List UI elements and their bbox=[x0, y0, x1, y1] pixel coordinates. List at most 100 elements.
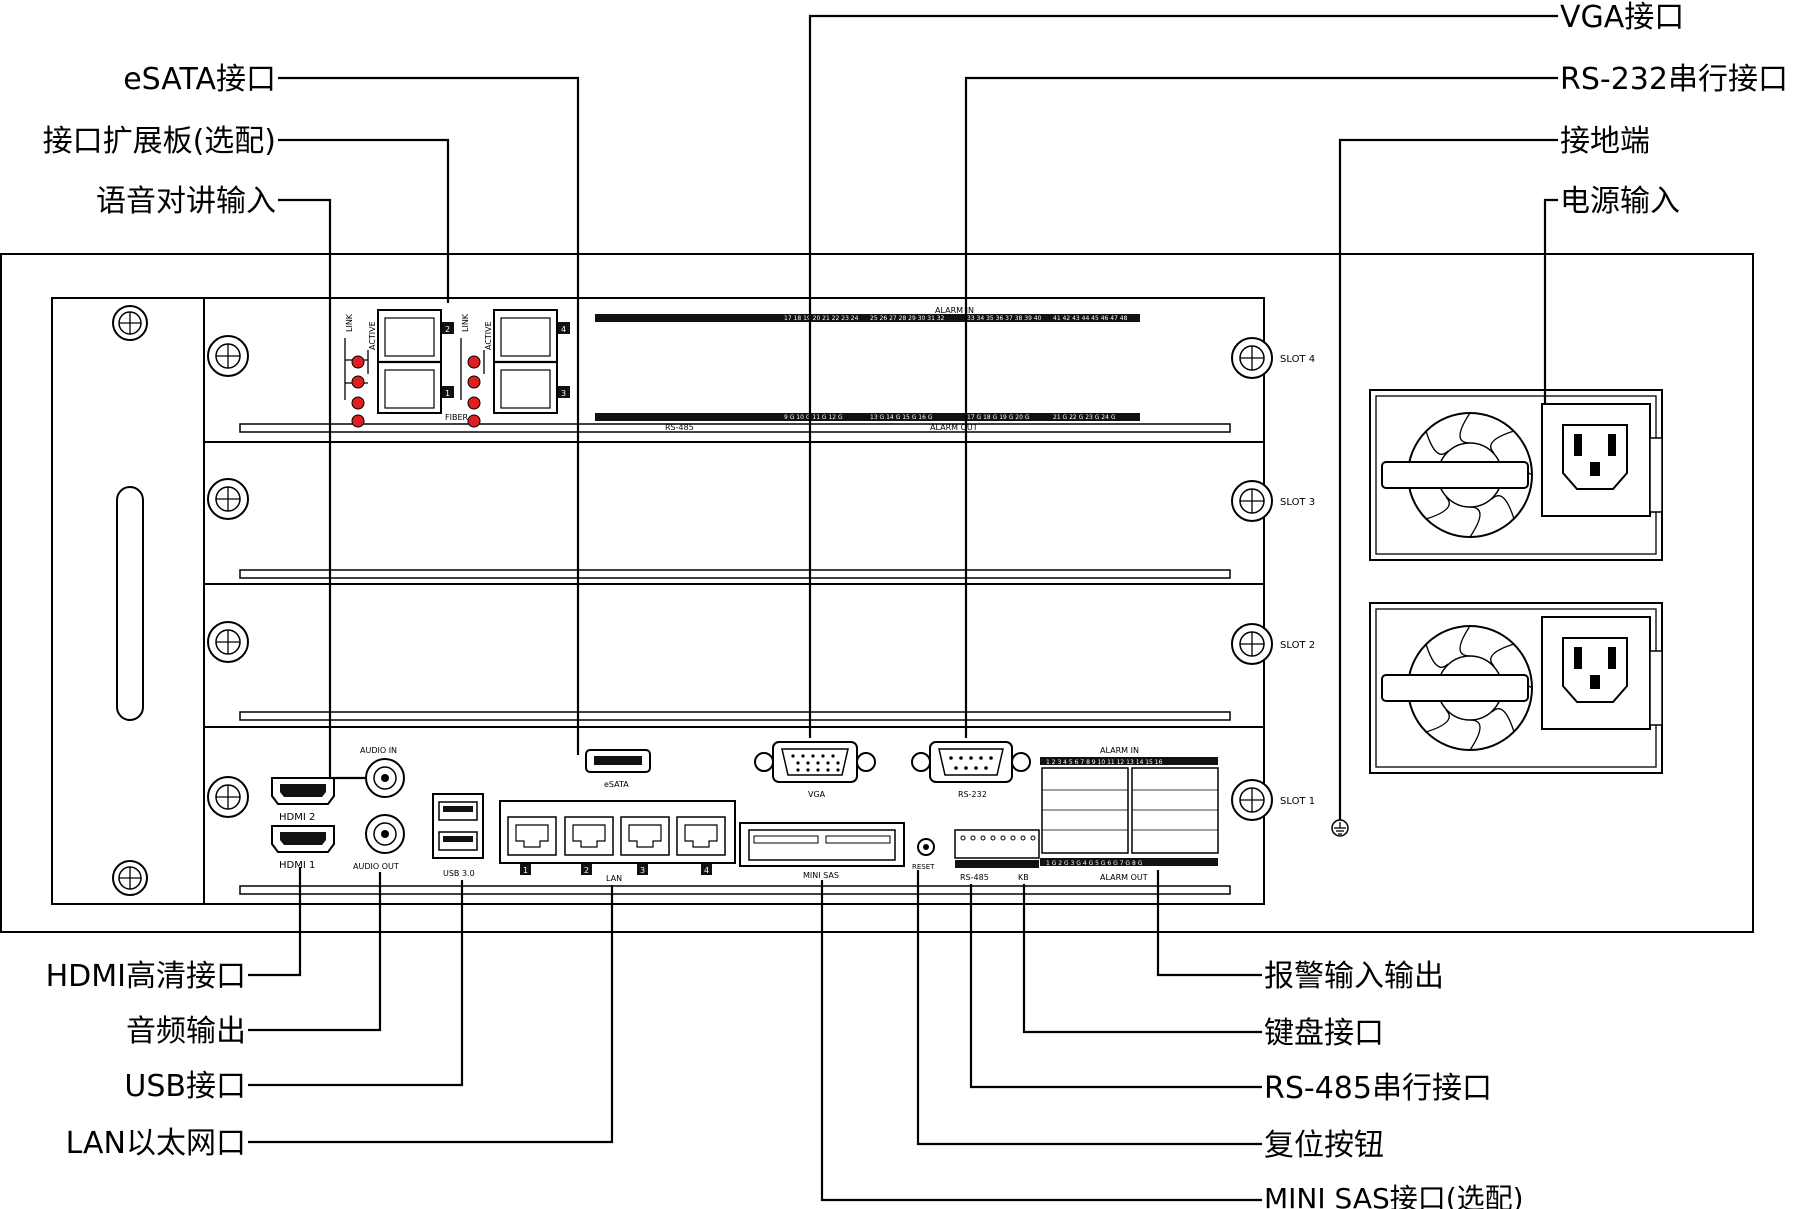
audio-out-jack bbox=[365, 814, 405, 854]
svg-text:33 34 35 36 37 38 39 40: 33 34 35 36 37 38 39 40 bbox=[967, 315, 1042, 322]
screw bbox=[207, 478, 249, 520]
callout-lan: LAN以太网口 bbox=[66, 1126, 246, 1161]
slot-screws bbox=[207, 335, 1273, 821]
led-indicator bbox=[467, 355, 481, 369]
vga-label: VGA bbox=[808, 790, 826, 799]
lan-label: LAN bbox=[606, 874, 622, 883]
handle-screw-top bbox=[112, 305, 148, 341]
svg-text:3: 3 bbox=[561, 389, 566, 398]
active-label: ACTIVE bbox=[484, 321, 493, 350]
alarm-in-io-label: ALARM IN bbox=[1100, 746, 1139, 755]
active-label: ACTIVE bbox=[368, 321, 377, 350]
slot-label: SLOT 4 bbox=[1280, 354, 1315, 365]
usb-label: USB 3.0 bbox=[443, 869, 475, 878]
callout-mini-sas: MINI SAS接口(选配) bbox=[1264, 1182, 1524, 1209]
main-io-panel: HDMI 2 HDMI 1 AUDIO IN AUDIO OUT USB bbox=[271, 741, 1219, 883]
screw bbox=[207, 621, 249, 663]
svg-text:13 G 14 G 15 G 16 G: 13 G 14 G 15 G 16 G bbox=[870, 414, 933, 421]
led-indicator bbox=[467, 396, 481, 410]
svg-text:21 G 22 G 23 G 24 G: 21 G 22 G 23 G 24 G bbox=[1053, 414, 1116, 421]
callout-rs232: RS-232串行接口 bbox=[1560, 62, 1788, 97]
handle-screw-bottom bbox=[112, 860, 148, 896]
callout-rs485: RS-485串行接口 bbox=[1264, 1071, 1492, 1106]
svg-text:17 G 18 G 19 G 20 G: 17 G 18 G 19 G 20 G bbox=[967, 414, 1030, 421]
callout-audio-out: 音频输出 bbox=[126, 1014, 246, 1049]
slot-label: SLOT 1 bbox=[1280, 796, 1315, 807]
vga-port: VGA bbox=[754, 741, 876, 799]
hdmi1-label: HDMI 1 bbox=[279, 860, 315, 871]
slot-label: SLOT 2 bbox=[1280, 640, 1315, 651]
screw bbox=[1231, 779, 1273, 821]
power-inlet bbox=[1562, 424, 1628, 490]
callout-esata: eSATA接口 bbox=[123, 62, 276, 97]
svg-text:2: 2 bbox=[584, 866, 589, 875]
svg-text:9 G 10 G 11 G 12 G: 9 G 10 G 11 G 12 G bbox=[784, 414, 843, 421]
callout-intercom: 语音对讲输入 bbox=[96, 184, 276, 219]
fiber-label: FIBER bbox=[445, 413, 469, 422]
power-inlet bbox=[1562, 637, 1628, 703]
esata-label: eSATA bbox=[604, 780, 629, 789]
rs232-label: RS-232 bbox=[958, 790, 987, 799]
hdmi2-label: HDMI 2 bbox=[279, 812, 315, 823]
led-indicator bbox=[351, 375, 365, 389]
svg-text:1 G 2 G 3 G 4 G 5 G 6 G 7 G: 1 G 2 G 3 G 4 G 5 G 6 G 7 G 8 G bbox=[1046, 860, 1143, 867]
lan-ports: 1 2 3 4 LAN bbox=[499, 800, 736, 883]
callouts-right: VGA接口 RS-232串行接口 接地端 电源输入 报警输入输出 键盘接口 RS… bbox=[1264, 0, 1788, 1209]
hdmi-port-2: HDMI 2 bbox=[271, 777, 335, 823]
callout-hdmi: HDMI高清接口 bbox=[46, 959, 246, 994]
power-supply-1 bbox=[1369, 389, 1663, 561]
callout-reset: 复位按钮 bbox=[1264, 1128, 1384, 1163]
screw bbox=[1231, 480, 1273, 522]
svg-text:2: 2 bbox=[445, 325, 450, 334]
link-label: LINK bbox=[461, 313, 470, 332]
alarm-out-label: ALARM OUT bbox=[930, 423, 978, 432]
led-indicator bbox=[467, 414, 481, 428]
alarm-io-terminal: ALARM IN 1 2 3 4 5 6 7 8 9 10 11 12 13 1… bbox=[1040, 746, 1219, 882]
rs232-port: RS-232 bbox=[911, 741, 1031, 799]
svg-text:1 2 3 4 5 6 7 8 9 10 11 12 1: 1 2 3 4 5 6 7 8 9 10 11 12 13 14 15 16 bbox=[1046, 759, 1163, 766]
rs485-label: RS-485 bbox=[665, 423, 694, 432]
link-label: LINK bbox=[345, 313, 354, 332]
screw bbox=[1231, 623, 1273, 665]
expansion-card: LINK ACTIVE 2 1 LINK ACTIVE bbox=[344, 306, 1140, 432]
callout-keyboard: 键盘接口 bbox=[1264, 1016, 1384, 1051]
ground-icon bbox=[1331, 819, 1349, 837]
callout-alarm: 报警输入输出 bbox=[1264, 959, 1444, 994]
rs485-io-label: RS-485 bbox=[960, 873, 989, 882]
led-indicator bbox=[351, 414, 365, 428]
mini-sas-label: MINI SAS bbox=[803, 871, 839, 880]
svg-text:17 18 19 20 21 22 23 24: 17 18 19 20 21 22 23 24 bbox=[784, 315, 859, 322]
alarm-terminal-blocks: ALARM IN RS-485 ALARM OUT 17 18 19 20 21… bbox=[595, 306, 1140, 432]
usb-ports: USB 3.0 bbox=[432, 793, 484, 878]
svg-text:1: 1 bbox=[445, 389, 450, 398]
mini-sas-port: MINI SAS bbox=[739, 822, 905, 880]
screw bbox=[207, 776, 249, 818]
svg-text:3: 3 bbox=[640, 866, 645, 875]
led-indicator bbox=[351, 355, 365, 369]
audio-out-label: AUDIO OUT bbox=[353, 862, 399, 871]
svg-text:1: 1 bbox=[523, 866, 528, 875]
audio-in-label: AUDIO IN bbox=[360, 746, 397, 755]
audio-in-jack bbox=[365, 758, 405, 798]
alarm-in-label: ALARM IN bbox=[935, 306, 974, 315]
esata-port: eSATA bbox=[585, 749, 651, 789]
reset-label: RESET bbox=[912, 863, 935, 871]
reset-button: RESET bbox=[912, 838, 935, 871]
callouts-left: eSATA接口 接口扩展板(选配) 语音对讲输入 HDMI高清接口 音频输出 U… bbox=[43, 62, 276, 1161]
leader-lines bbox=[248, 14, 1558, 1202]
callout-power: 电源输入 bbox=[1560, 184, 1680, 219]
svg-text:41 42 43 44 45 46 47 48: 41 42 43 44 45 46 47 48 bbox=[1053, 315, 1128, 322]
kb-label: KB bbox=[1018, 873, 1029, 882]
led-indicator bbox=[351, 396, 365, 410]
fiber-module: LINK ACTIVE 2 1 bbox=[344, 309, 454, 428]
slot-labels: SLOT 4 SLOT 3 SLOT 2 SLOT 1 bbox=[1280, 354, 1315, 807]
alarm-out-io-label: ALARM OUT bbox=[1100, 873, 1148, 882]
svg-text:4: 4 bbox=[704, 866, 709, 875]
callout-vga: VGA接口 bbox=[1560, 0, 1684, 35]
led-indicator bbox=[467, 375, 481, 389]
fiber-module: LINK ACTIVE 4 3 bbox=[460, 309, 570, 428]
screw bbox=[1231, 337, 1273, 379]
rs485-kb-terminal: RS-485 KB bbox=[954, 829, 1040, 882]
callout-usb: USB接口 bbox=[124, 1069, 246, 1104]
